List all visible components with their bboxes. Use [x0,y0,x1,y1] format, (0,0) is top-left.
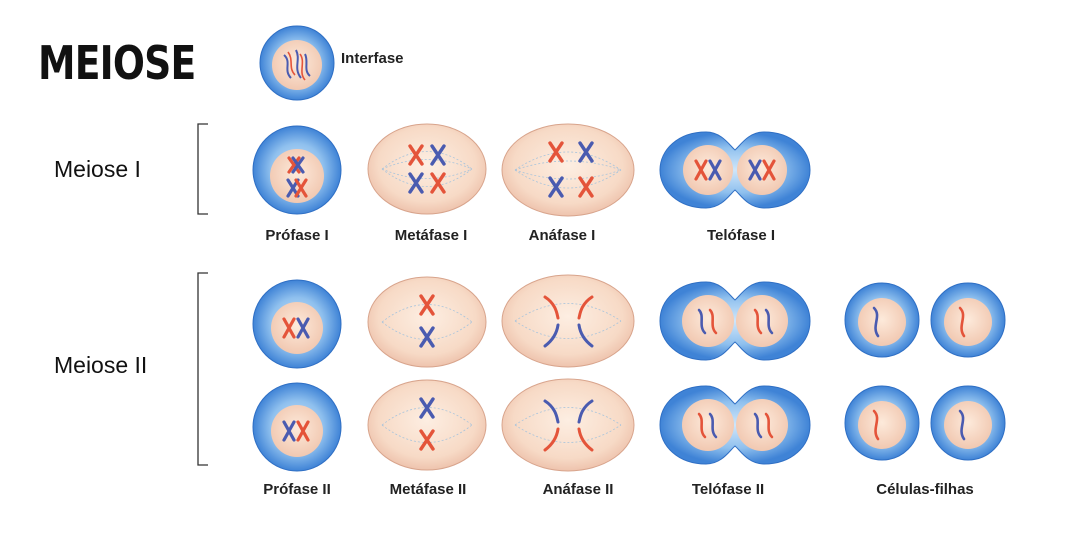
caption-anafase-1: Anáfase I [528,227,596,244]
caption-metafase-2: Metáfase II [389,481,467,498]
cell-anafase-2-b [501,378,635,472]
cell-profase-2-b [252,382,342,472]
bracket-meiose-2 [197,272,208,466]
section-label-meiose-2: Meiose II [54,352,148,378]
caption-anafase-2: Anáfase II [542,481,614,498]
cell-profase-2-a [252,279,342,369]
cell-metafase-1 [367,123,487,215]
page-title: MEIOSE [38,36,196,90]
caption-profase-1: Prófase I [265,227,329,244]
cell-metafase-2-b [367,379,487,471]
cell-anafase-2-a [501,274,635,368]
caption-celulas-filhas: Células-filhas [876,481,974,498]
cell-anafase-1 [501,123,635,217]
caption-metafase-1: Metáfase I [394,227,468,244]
cell-profase-1 [252,125,342,215]
caption-profase-2: Prófase II [263,481,331,498]
cell-telofase-2-b [659,385,811,465]
interfase-label: Interfase [341,50,404,67]
daughter-cell-4 [930,385,1006,461]
caption-telofase-1: Telófase I [706,227,776,244]
daughter-cell-1 [844,282,920,358]
bracket-meiose-1 [197,123,208,215]
section-label-meiose-1: Meiose I [54,156,141,182]
caption-telofase-2: Telófase II [691,481,765,498]
cell-metafase-2-a [367,276,487,368]
cell-telofase-1 [659,131,811,209]
cell-telofase-2-a [659,281,811,361]
daughter-cell-2 [930,282,1006,358]
daughter-cell-3 [844,385,920,461]
cell-interfase [259,25,335,101]
